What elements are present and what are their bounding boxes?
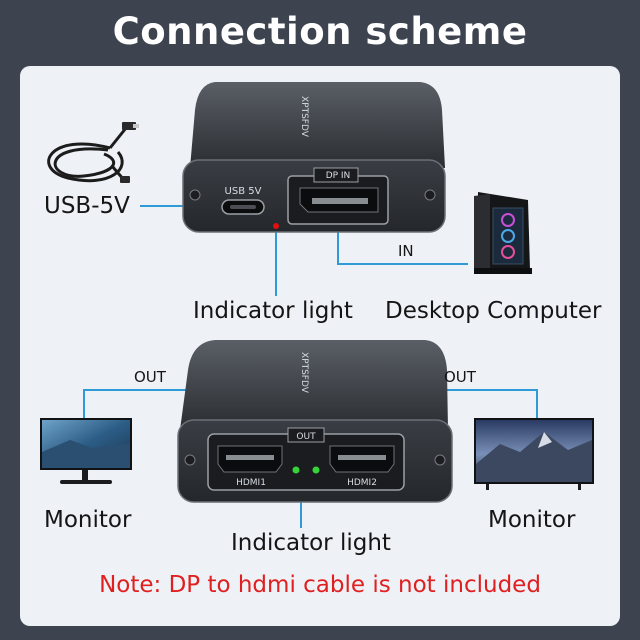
desktop-computer-icon (474, 192, 532, 274)
monitor-right-icon (474, 418, 594, 490)
indicator-light-bottom-label: Indicator light (231, 530, 391, 556)
dp-in-label: DP IN (326, 171, 351, 181)
monitor-left-icon (40, 418, 132, 484)
hdmi2-label: HDMI2 (347, 478, 377, 488)
red-indicator-light (273, 223, 279, 229)
top-adapter-device (182, 82, 446, 233)
out-right-label: OUT (444, 368, 476, 386)
green-indicator-light-2 (312, 466, 320, 474)
desktop-computer-label: Desktop Computer (385, 298, 602, 324)
out-badge: OUT (296, 432, 316, 442)
bottom-device-brand: XPTSFDV (299, 352, 309, 394)
note-text: Note: DP to hdmi cable is not included (99, 572, 541, 598)
monitor-right-label: Monitor (488, 507, 576, 533)
top-device-brand: XPTSFDV (299, 96, 309, 138)
hdmi1-label: HDMI1 (236, 478, 266, 488)
monitor-left-label: Monitor (44, 507, 132, 533)
usb-5v-port-label: USB 5V (225, 186, 262, 197)
indicator-light-top-label: Indicator light (193, 298, 353, 324)
usb-5v-label: USB-5V (44, 193, 130, 219)
bottom-adapter-device (177, 340, 453, 503)
out-left-label: OUT (134, 368, 166, 386)
in-label: IN (398, 242, 414, 260)
page-title: Connection scheme (112, 10, 528, 53)
green-indicator-light-1 (292, 466, 300, 474)
usb-cable-icon (47, 122, 139, 183)
